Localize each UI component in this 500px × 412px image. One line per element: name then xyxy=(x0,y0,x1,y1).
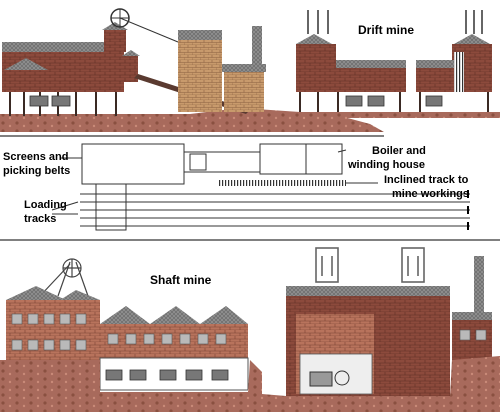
shaft-ground-left xyxy=(0,360,262,412)
plan-view xyxy=(51,143,470,231)
drift-mine-title: Drift mine xyxy=(358,23,414,37)
screens-label-2: picking belts xyxy=(3,165,70,177)
boiler-label-1: Boiler and xyxy=(372,145,426,157)
incline-label-1: Inclined track to xyxy=(384,174,469,186)
shaft-mine-scene: Shaft mine xyxy=(0,247,500,412)
drift-chimney xyxy=(252,26,262,70)
loading-label-2: tracks xyxy=(24,213,56,225)
shaft-ground-right xyxy=(262,356,500,412)
screens-box xyxy=(81,143,185,185)
screens-label-1: Screens and xyxy=(3,151,68,163)
shaft-screen-building xyxy=(6,300,100,360)
winding-headgear xyxy=(315,247,425,283)
shaft-mine-title: Shaft mine xyxy=(150,273,212,287)
shaft-windows xyxy=(11,313,87,351)
screen-building-roof xyxy=(2,42,124,52)
drift-right-tower xyxy=(296,44,336,92)
drift-right-wagons xyxy=(345,95,443,107)
incline-label-2: mine workings xyxy=(392,188,469,200)
shaft-wagons xyxy=(105,369,229,381)
loading-box xyxy=(95,183,127,231)
boiler-house-roof xyxy=(178,30,222,40)
winding-house-roof xyxy=(286,286,450,296)
shaft-chimney xyxy=(474,256,484,316)
loading-tracks xyxy=(80,193,470,227)
left-shed-roof xyxy=(4,58,48,70)
boiler-box xyxy=(259,143,343,175)
boiler-label-2: winding house xyxy=(347,159,425,171)
left-shed xyxy=(6,70,48,92)
loading-label-1: Loading xyxy=(24,199,67,211)
sawtooth-roof xyxy=(100,306,248,324)
drift-right-headgear xyxy=(300,12,326,36)
small-tower xyxy=(104,30,126,52)
drift-left-wagons xyxy=(29,95,71,107)
incline-track xyxy=(218,180,346,186)
shaft-headgear xyxy=(39,258,89,297)
drift-mine-scene: Drift mine xyxy=(0,8,500,132)
boiler-house xyxy=(178,40,222,112)
drift-right-shed xyxy=(336,68,406,92)
winding-house xyxy=(224,70,264,112)
